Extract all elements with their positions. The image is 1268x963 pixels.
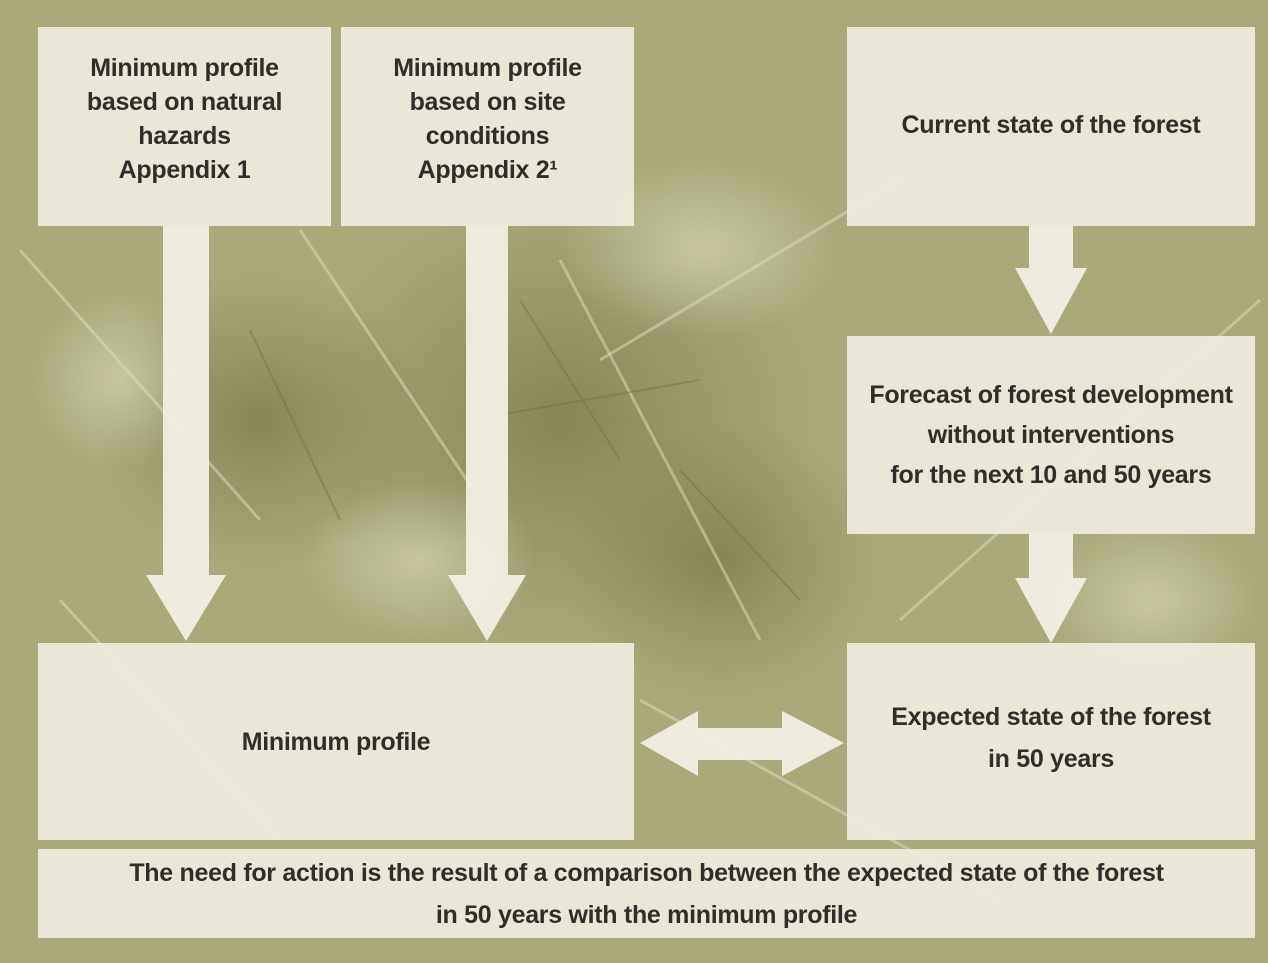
box-text-line: Current state of the forest: [901, 110, 1201, 139]
box-text-line: hazards: [138, 121, 231, 150]
box-text-line: Appendix 2¹: [417, 155, 558, 184]
box-text-line: for the next 10 and 50 years: [890, 461, 1212, 489]
box-text-line: Forecast of forest development: [869, 381, 1233, 409]
box-forecast: Forecast of forest development without i…: [847, 336, 1255, 534]
box-text-line: The need for action is the result of a c…: [129, 858, 1164, 887]
box-text-line: based on site: [409, 87, 566, 116]
box-text-line: in 50 years: [988, 744, 1114, 773]
box-minimum-profile-natural-hazards: Minimum profile based on natural hazards…: [38, 27, 331, 226]
box-text-line: conditions: [425, 121, 550, 150]
box-text-line: Minimum profile: [90, 53, 279, 82]
box-text-line: in 50 years with the minimum profile: [435, 900, 858, 929]
box-text-line: Expected state of the forest: [891, 702, 1211, 731]
box-text-line: based on natural: [86, 87, 283, 116]
box-minimum-profile-site-conditions: Minimum profile based on site conditions…: [341, 27, 634, 226]
box-current-state: Current state of the forest: [847, 27, 1255, 226]
box-text-line: Minimum profile: [241, 727, 431, 756]
box-minimum-profile: Minimum profile: [38, 643, 634, 840]
box-expected-state: Expected state of the forest in 50 years: [847, 643, 1255, 840]
box-text-line: Appendix 1: [118, 155, 251, 184]
box-text-line: Minimum profile: [393, 53, 582, 82]
box-text-line: without interventions: [927, 421, 1175, 449]
box-conclusion: The need for action is the result of a c…: [38, 849, 1255, 938]
